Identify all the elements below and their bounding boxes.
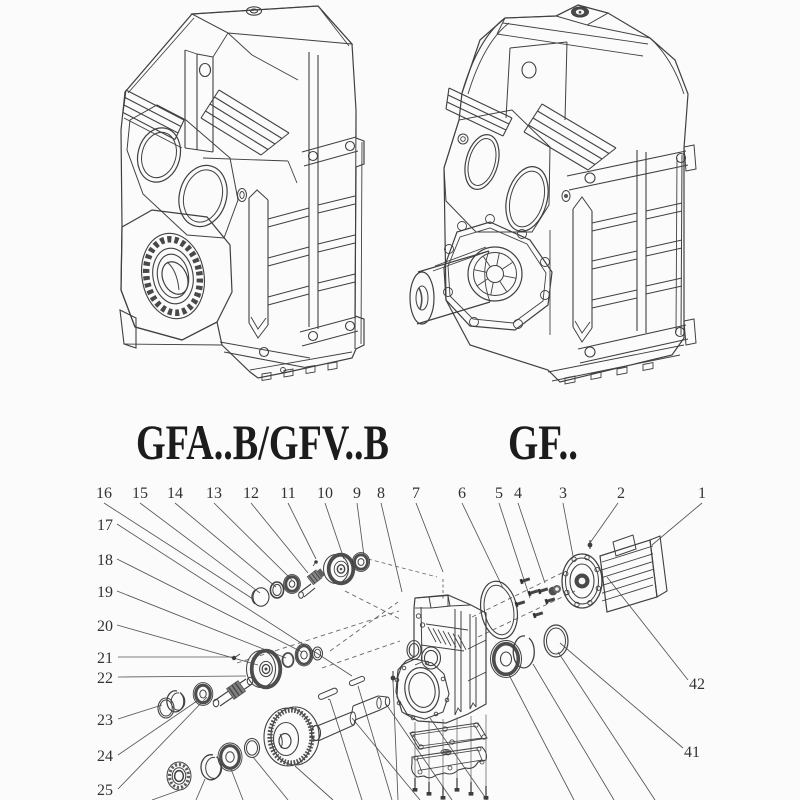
svg-text:25: 25 (97, 782, 113, 799)
svg-text:10: 10 (317, 485, 333, 502)
svg-text:19: 19 (97, 584, 113, 601)
svg-text:42: 42 (689, 676, 705, 693)
svg-text:GFA..B/GFV..B: GFA..B/GFV..B (136, 414, 389, 470)
svg-text:18: 18 (97, 552, 113, 569)
svg-text:9: 9 (353, 485, 361, 502)
svg-text:23: 23 (97, 712, 113, 729)
svg-text:11: 11 (280, 485, 295, 502)
svg-text:41: 41 (684, 744, 700, 761)
svg-text:5: 5 (495, 485, 503, 502)
svg-text:1: 1 (698, 485, 706, 502)
svg-text:2: 2 (617, 485, 625, 502)
svg-text:6: 6 (458, 485, 466, 502)
svg-text:17: 17 (97, 517, 113, 534)
svg-text:16: 16 (96, 485, 112, 502)
svg-text:15: 15 (132, 485, 148, 502)
svg-text:22: 22 (97, 670, 113, 687)
svg-text:24: 24 (97, 748, 113, 765)
svg-text:20: 20 (97, 618, 113, 635)
svg-text:8: 8 (377, 485, 385, 502)
svg-text:13: 13 (206, 485, 222, 502)
svg-text:3: 3 (559, 485, 567, 502)
svg-text:12: 12 (243, 485, 259, 502)
svg-text:21: 21 (97, 650, 113, 667)
svg-text:7: 7 (412, 485, 420, 502)
svg-text:14: 14 (167, 485, 183, 502)
svg-text:4: 4 (514, 485, 522, 502)
svg-text:GF..: GF.. (508, 414, 578, 470)
